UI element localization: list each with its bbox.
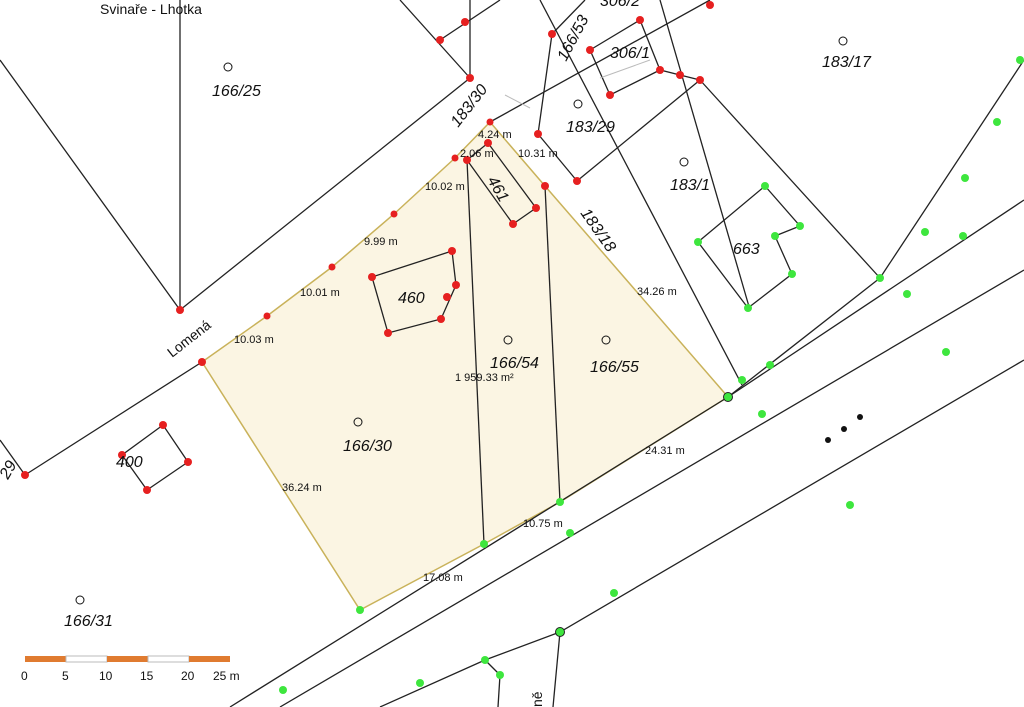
map-label: 0: [21, 669, 28, 683]
map-label: 166/31: [64, 613, 113, 630]
map-label: 663: [733, 241, 760, 258]
map-label: 306/2: [600, 0, 640, 10]
map-label: 166/54: [490, 355, 539, 372]
map-label: 17.08 m: [423, 572, 463, 584]
map-label: 10: [99, 669, 113, 683]
map-label: 34.26 m: [637, 286, 677, 298]
green-points: [279, 56, 1024, 694]
map-label: 36.24 m: [282, 482, 322, 494]
map-label: 460: [398, 290, 425, 307]
street-label: ně: [529, 691, 545, 707]
map-label: 20: [181, 669, 195, 683]
map-label: 166/25: [212, 83, 261, 100]
map-label: 166/55: [590, 359, 639, 376]
map-label: 24.31 m: [645, 445, 685, 457]
map-label: 183/29: [566, 119, 615, 136]
map-label: 29: [0, 458, 20, 483]
map-label: 183/17: [822, 54, 872, 71]
black-points: [825, 414, 863, 443]
map-label: 2.06 m: [460, 148, 494, 160]
map-label: 10.75 m: [523, 518, 563, 530]
parcel-symbols: [75, 36, 848, 605]
map-label: 183/1: [670, 177, 710, 194]
map-label: 306/1: [610, 45, 650, 62]
map-label: 10.02 m: [425, 181, 465, 193]
map-label: 400: [116, 454, 143, 471]
red-points: [21, 1, 714, 494]
place-label: Svinaře - Lhotka: [100, 1, 202, 17]
selected-parcel[interactable]: [200, 120, 730, 611]
map-label: 15: [140, 669, 154, 683]
map-label: 5: [62, 669, 69, 683]
street-label-lomena: Lomená: [164, 316, 214, 360]
map-label: 10.01 m: [300, 287, 340, 299]
map-label: 183/30: [448, 81, 492, 130]
area-label: 1 959.33 m²: [455, 372, 514, 384]
map-label: 25 m: [213, 669, 240, 683]
map-label: 4.24 m: [478, 129, 512, 141]
map-label: 10.03 m: [234, 334, 274, 346]
measurements: 4.24 m 2.06 m 10.31 m 10.02 m 9.99 m 10.…: [234, 129, 685, 584]
scale-bar: 0 5 10 15 20 25 m: [21, 655, 240, 683]
map-label: 10.31 m: [518, 148, 558, 160]
map-label: 166/30: [343, 438, 392, 455]
map-label: 9.99 m: [364, 236, 398, 248]
